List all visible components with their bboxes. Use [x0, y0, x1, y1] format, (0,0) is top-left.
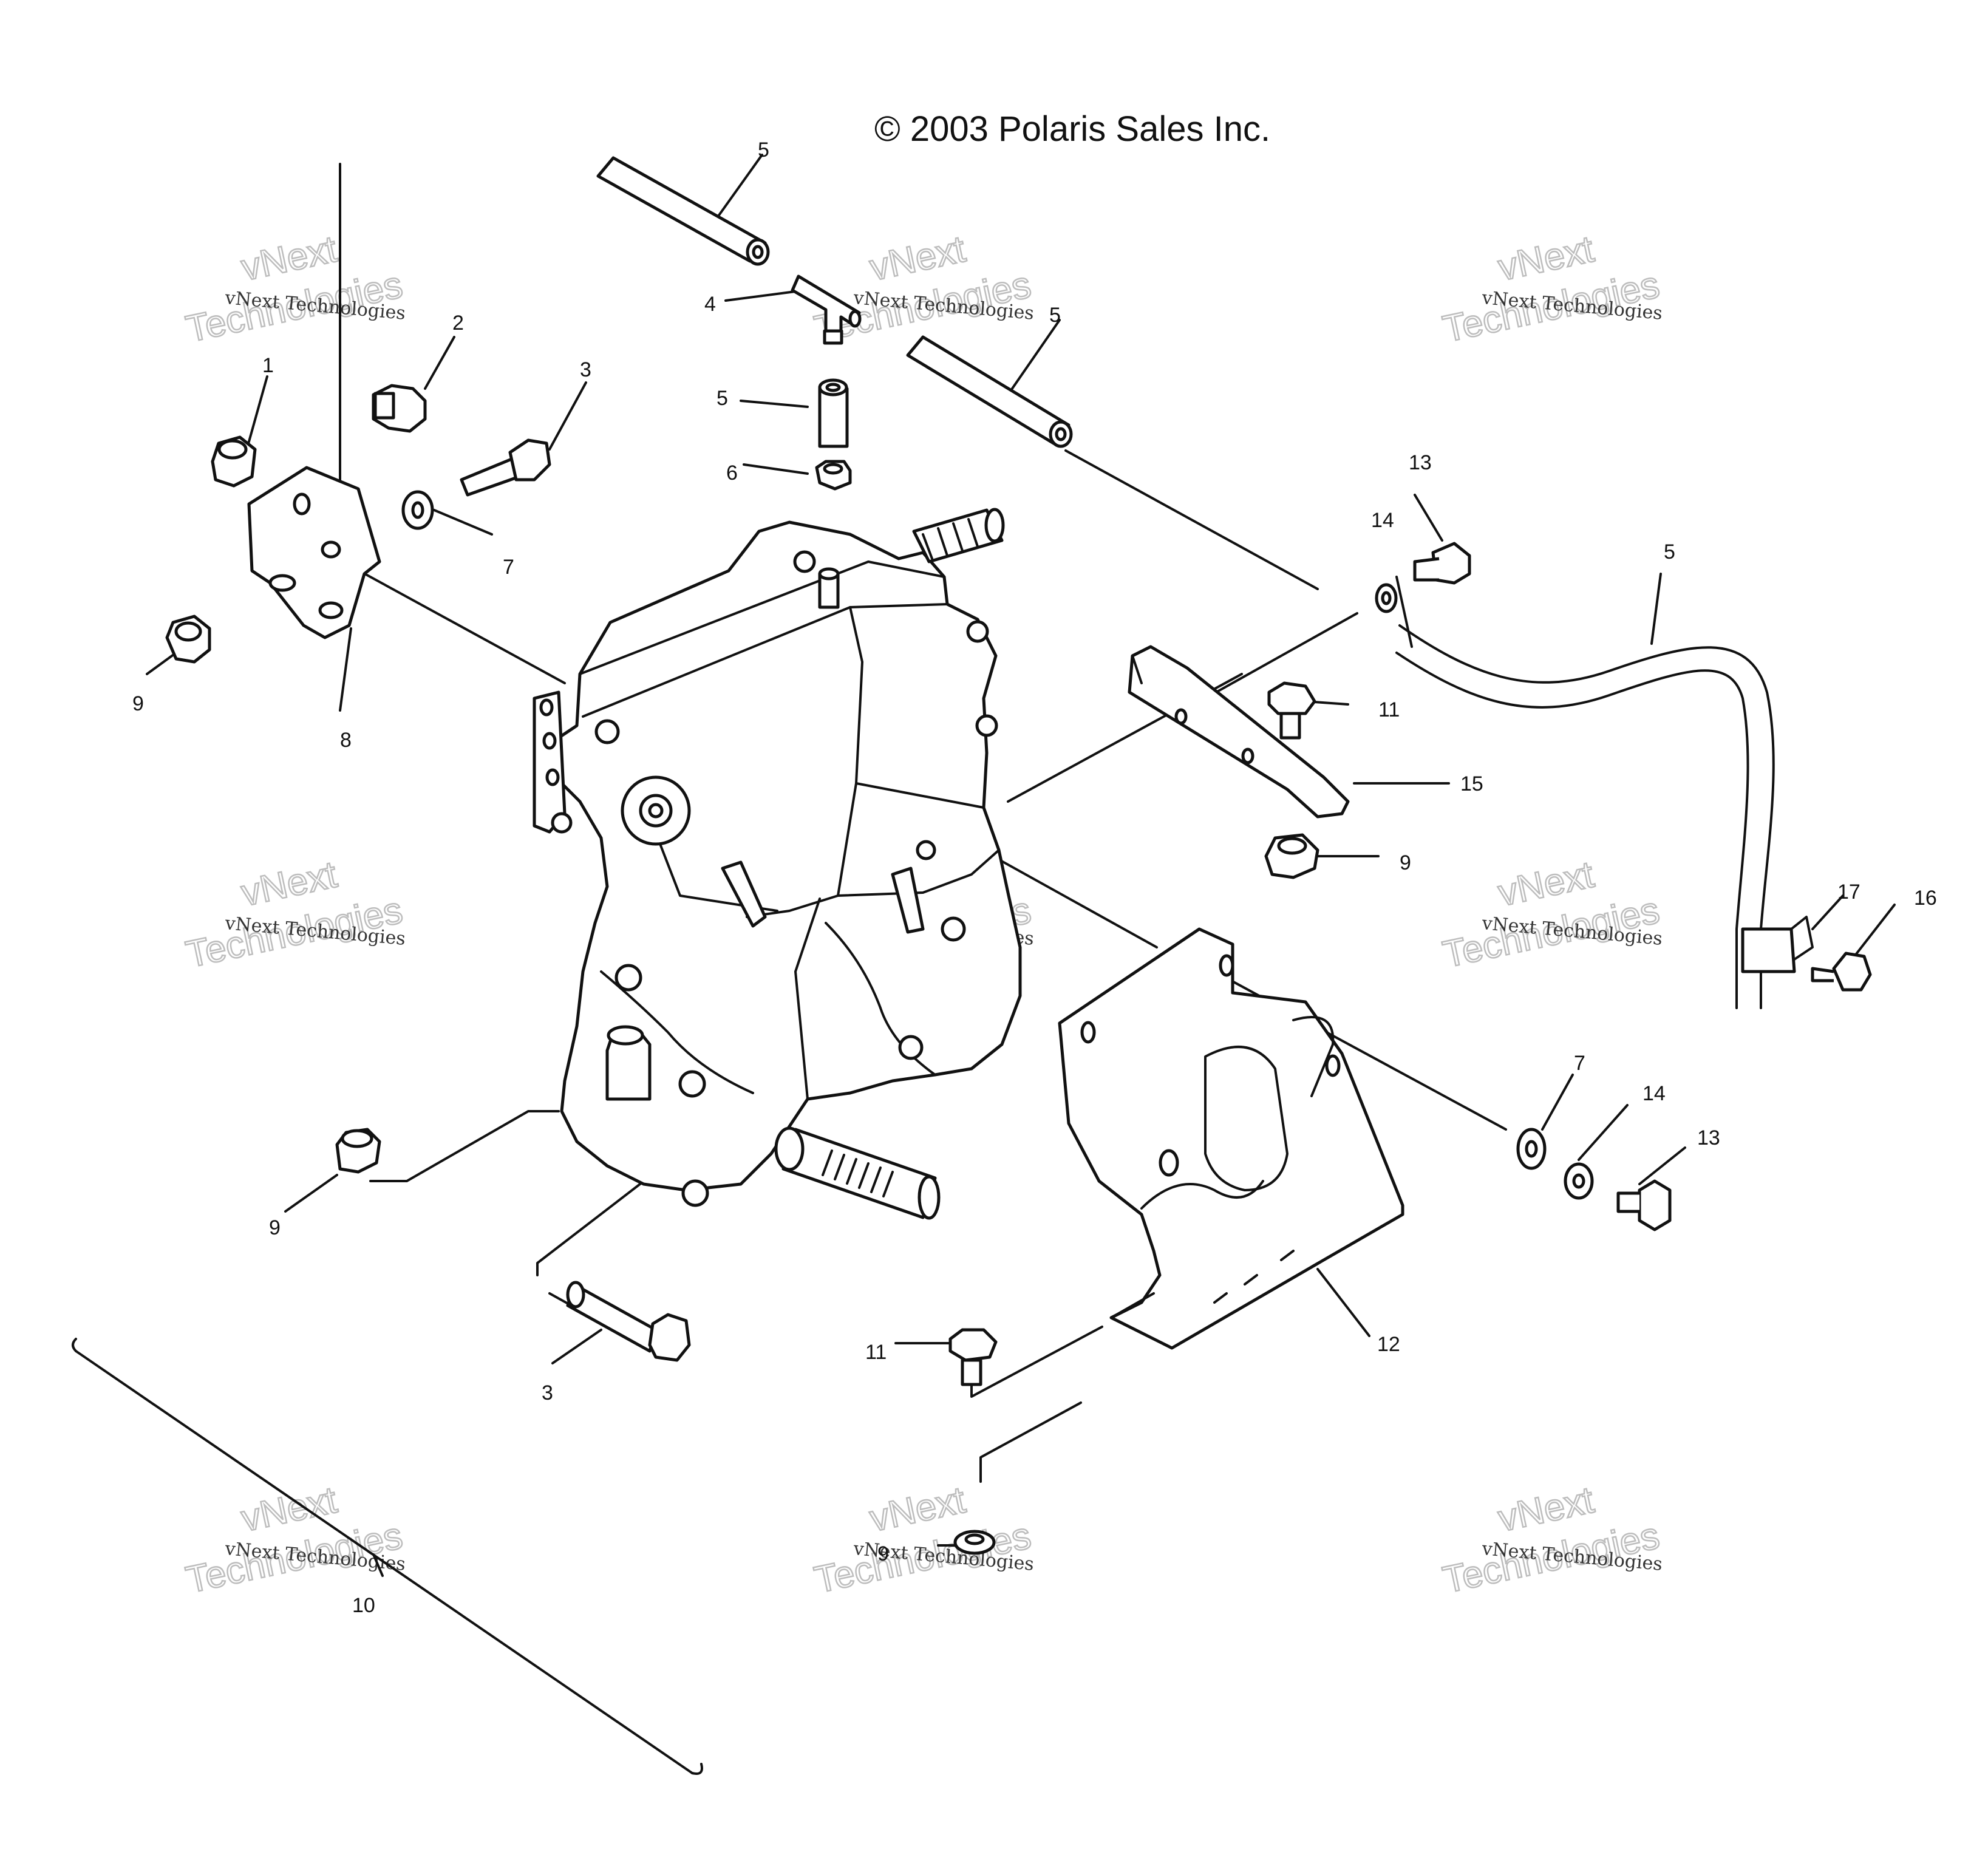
callout-7-top: 7	[503, 556, 514, 579]
bolt-13-bottom	[1616, 1179, 1672, 1231]
callout-13-bottom: 13	[1697, 1126, 1720, 1149]
callout-5-top: 5	[758, 138, 769, 162]
hose-top-left	[596, 156, 770, 266]
callout-7-bottom: 7	[1574, 1052, 1585, 1075]
mount-bracket-8	[247, 466, 381, 639]
bolt-2	[372, 384, 427, 433]
screw-16	[1811, 952, 1872, 992]
flange-nut-9-left	[165, 615, 211, 664]
hose-long	[1395, 624, 1775, 1009]
callout-9-bottom: 9	[877, 1542, 889, 1565]
callout-6: 6	[726, 461, 738, 485]
flange-nut-9-right	[1264, 833, 1319, 879]
callout-8: 8	[340, 729, 352, 752]
callout-5-short: 5	[717, 387, 728, 410]
skid-plate-12	[1058, 927, 1404, 1350]
callout-14-top: 14	[1371, 509, 1394, 532]
watermark: vNext Technologies vNext Technologies	[1438, 1478, 1664, 1602]
clamp-17	[1741, 916, 1814, 973]
washer-9-bottom	[953, 1530, 996, 1555]
callout-numbers: 1 2 3 5 4 5 5 6 7 9 8 13 14 5 11 15 9 17…	[132, 138, 1937, 1617]
watermark: vNext Technologies vNext Technologies	[182, 227, 407, 351]
lock-washer-14-bottom	[1564, 1162, 1594, 1200]
bolt-13-top	[1413, 542, 1471, 585]
callout-11-top: 11	[1378, 698, 1400, 721]
leader-lines	[72, 154, 1896, 1775]
flange-bolt-11-top	[1267, 681, 1316, 740]
callout-9-right: 9	[1400, 851, 1411, 874]
flange-nut-1	[211, 435, 257, 488]
callout-5-right: 5	[1664, 540, 1675, 564]
hose-short	[818, 378, 849, 448]
watermark: vNext Technologies vNext Technologies	[1438, 853, 1664, 976]
copyright-text: © 2003 Polaris Sales Inc.	[874, 109, 1270, 149]
washer-7-top	[401, 490, 434, 530]
tee-fitting	[791, 274, 862, 345]
lock-washer-14-top	[1375, 583, 1398, 613]
watermark: vNext Technologies vNext Technologies	[810, 227, 1035, 351]
bolt-3-bottom	[566, 1281, 691, 1362]
bolt-3-top	[460, 438, 551, 497]
hose-clamp-6	[815, 460, 852, 491]
washer-7-bottom	[1516, 1128, 1547, 1170]
flange-nut-9-lower-left	[335, 1128, 381, 1174]
transmission-assembly	[533, 508, 1022, 1220]
hose-mid	[906, 335, 1073, 448]
watermark: vNext Technologies vNext Technologies	[182, 1478, 407, 1602]
callout-15: 15	[1460, 772, 1483, 795]
callout-2: 2	[452, 312, 464, 335]
callout-13-top: 13	[1409, 451, 1432, 474]
callout-16: 16	[1914, 887, 1937, 910]
watermark: vNext Technologies vNext Technologies	[1438, 227, 1664, 351]
flange-bolt-11-bottom	[948, 1328, 998, 1386]
callout-1: 1	[262, 354, 274, 377]
watermark: vNext Technologies vNext Technologies	[182, 853, 407, 976]
callout-14-bottom: 14	[1642, 1082, 1666, 1105]
callout-10: 10	[352, 1594, 375, 1617]
callout-12: 12	[1377, 1333, 1400, 1356]
callout-5-mid: 5	[1049, 304, 1061, 327]
callout-9-lower-left: 9	[269, 1216, 281, 1239]
callout-11-bottom: 11	[865, 1341, 887, 1364]
callout-9-left: 9	[132, 692, 144, 715]
callout-3-bottom: 3	[542, 1381, 553, 1405]
bracket-15	[1128, 645, 1350, 819]
watermark: vNext Technologies vNext Technologies	[810, 1478, 1035, 1602]
callout-17: 17	[1837, 880, 1860, 904]
callout-3-top: 3	[580, 358, 591, 381]
callout-4: 4	[704, 293, 716, 316]
